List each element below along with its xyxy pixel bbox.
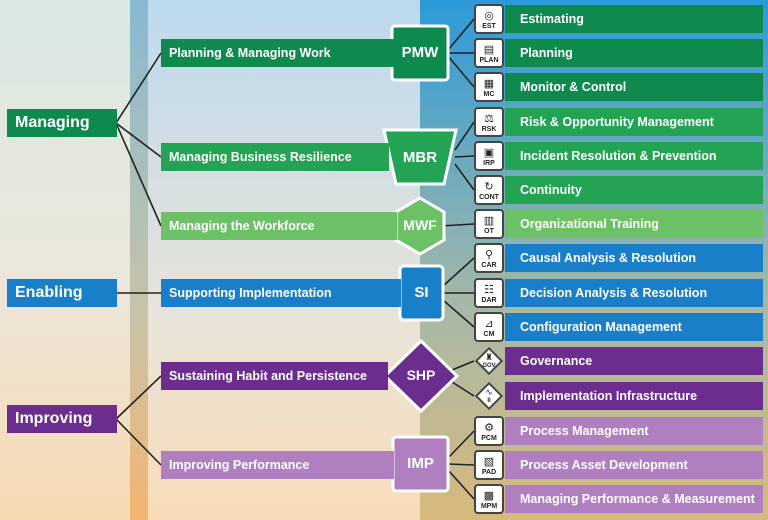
process-icon: ⚙PCM bbox=[474, 416, 504, 446]
config-icon: ⊿CM bbox=[474, 312, 504, 342]
practice-causal-analysis: Causal Analysis & Resolution bbox=[505, 244, 763, 272]
pulse-icon: ∿II bbox=[474, 381, 504, 411]
group-mbr: Managing Business Resilience bbox=[161, 143, 389, 171]
practice-impl-infrastructure: Implementation Infrastructure bbox=[505, 382, 763, 410]
practice-planning: Planning bbox=[505, 39, 763, 67]
practice-governance: Governance bbox=[505, 347, 763, 375]
badge-imp: IMP bbox=[407, 455, 434, 472]
group-mwf: Managing the Workforce bbox=[161, 212, 397, 240]
category-enabling: Enabling bbox=[7, 279, 117, 307]
decision-icon: ☷DAR bbox=[474, 278, 504, 308]
group-si: Supporting Implementation bbox=[161, 279, 401, 307]
practice-process-mgmt: Process Management bbox=[505, 417, 763, 445]
category-improving: Improving bbox=[7, 405, 117, 433]
monitor-icon: ▦MC bbox=[474, 72, 504, 102]
magnifier-icon: ⚲CAR bbox=[474, 243, 504, 273]
group-imp: Improving Performance bbox=[161, 451, 394, 479]
badge-si: SI bbox=[414, 284, 429, 301]
practice-decision-analysis: Decision Analysis & Resolution bbox=[505, 279, 763, 307]
plan-icon: ▤PLAN bbox=[474, 38, 504, 68]
badge-mbr: MBR bbox=[402, 149, 438, 166]
group-shp: Sustaining Habit and Persistence bbox=[161, 362, 388, 390]
risk-icon: ⚖RSK bbox=[474, 107, 504, 137]
badge-mwf: MWF bbox=[403, 217, 437, 233]
practice-config-mgmt: Configuration Management bbox=[505, 313, 763, 341]
shp-badge-shape bbox=[382, 338, 460, 414]
target-icon: ◎EST bbox=[474, 4, 504, 34]
category-managing: Managing bbox=[7, 109, 117, 137]
practice-monitor-control: Monitor & Control bbox=[505, 73, 763, 101]
practice-performance-measurement: Managing Performance & Measurement bbox=[505, 485, 763, 513]
training-icon: ▥OT bbox=[474, 209, 504, 239]
incident-icon: ▣IRP bbox=[474, 141, 504, 171]
measure-icon: ▩MPM bbox=[474, 484, 504, 514]
cycle-icon: ↻CONT bbox=[474, 175, 504, 205]
practice-incident: Incident Resolution & Prevention bbox=[505, 142, 763, 170]
practice-continuity: Continuity bbox=[505, 176, 763, 204]
group-pmw: Planning & Managing Work bbox=[161, 39, 394, 67]
badge-pmw: PMW bbox=[401, 44, 439, 61]
practice-estimating: Estimating bbox=[505, 5, 763, 33]
badge-shp: SHP bbox=[406, 367, 436, 383]
mbr-badge-shape bbox=[382, 128, 458, 186]
governance-icon: ♜GOV bbox=[474, 346, 504, 376]
practice-org-training: Organizational Training bbox=[505, 210, 763, 238]
asset-icon: ▧PAD bbox=[474, 450, 504, 480]
practice-process-asset: Process Asset Development bbox=[505, 451, 763, 479]
practice-risk: Risk & Opportunity Management bbox=[505, 108, 763, 136]
